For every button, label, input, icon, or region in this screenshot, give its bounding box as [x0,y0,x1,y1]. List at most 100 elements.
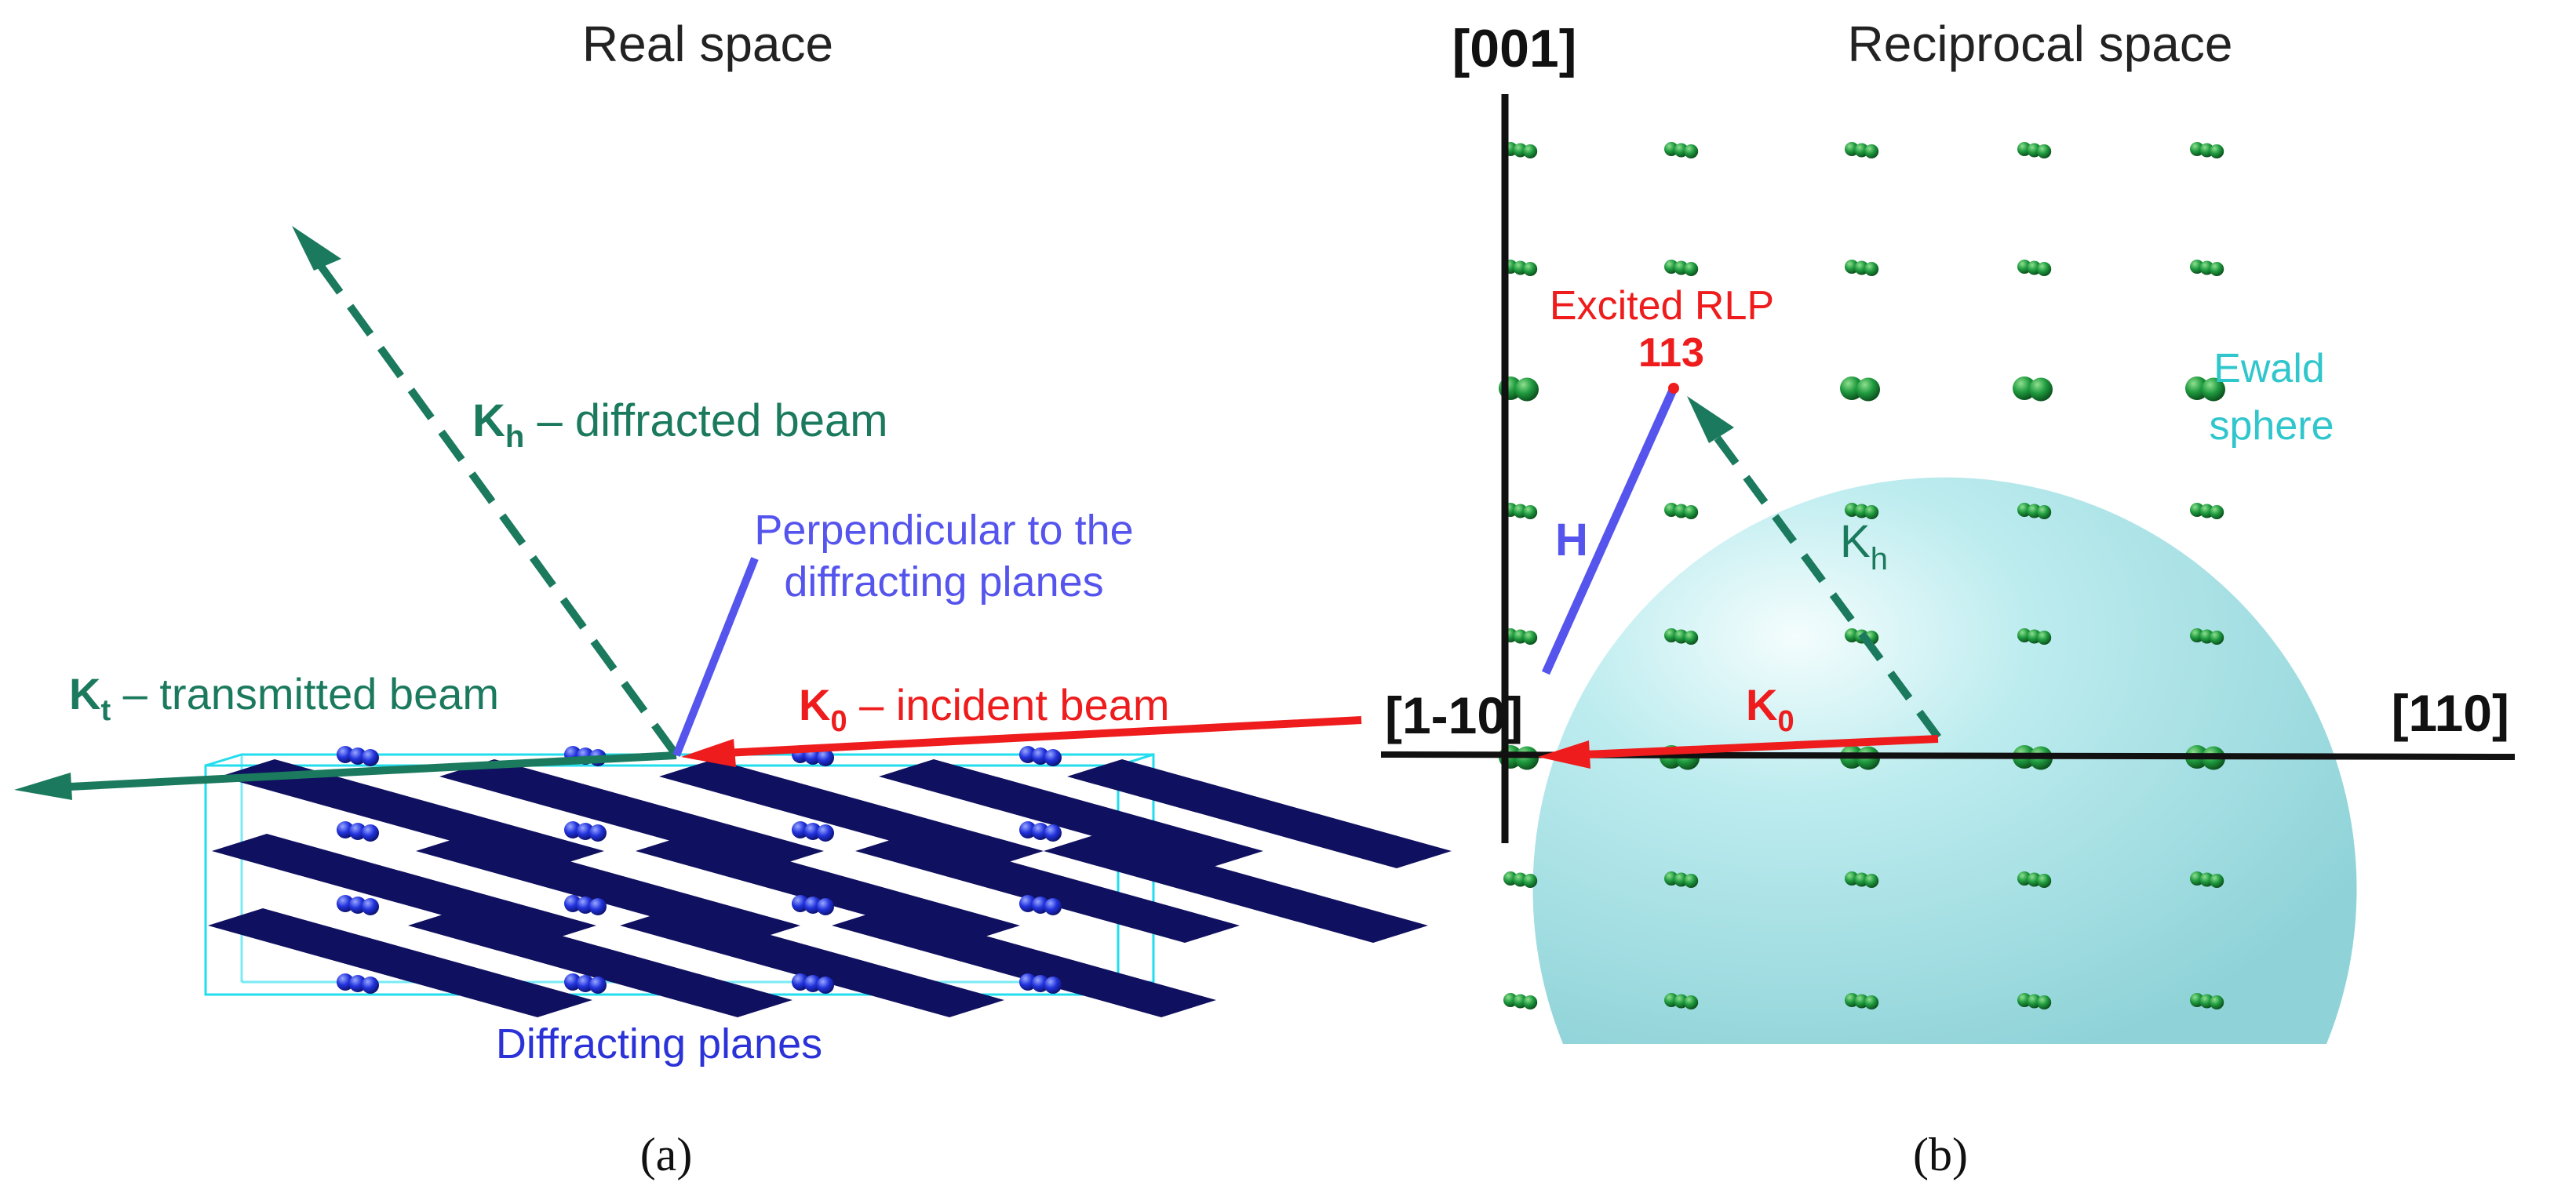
k0-incident-label: K0 – incident beam [799,680,1170,738]
excited-rlp-point [1668,383,1679,394]
h-vector-label: H [1555,515,1588,566]
reciprocal-lattice-point [1523,262,1538,276]
atom [564,821,581,838]
atom [792,973,809,991]
atom [817,977,834,994]
incident-beam-arrow [681,716,1362,767]
kt-transmitted-label: Kt – transmitted beam [69,669,499,727]
atom [362,977,379,994]
atom [577,823,594,840]
diffracting-planes-group [208,759,1452,1017]
excited-rlp-label: Excited RLP [1550,283,1774,329]
atom [1032,975,1049,992]
atom [362,824,379,842]
atom [1019,973,1037,991]
atom [1044,749,1062,766]
ewald-label-line2: sphere [2210,403,2334,449]
diffracting-plane [832,908,1216,1017]
diffracting-plane [636,834,1020,943]
atom [1044,977,1062,994]
diffracting-plane [439,759,824,868]
atom [817,898,834,915]
reciprocal-lattice-point [1523,144,1538,158]
atom [804,897,822,914]
perpendicular-label-line2: diffracting planes [784,558,1103,606]
atom [817,749,834,766]
atom [337,895,354,912]
atom [577,897,594,914]
diffracting-plane [408,908,792,1017]
h-vector [1541,386,1678,675]
diffracted-beam-arrow [292,226,679,755]
atom [1032,747,1049,765]
reciprocal-lattice-point [2210,631,2224,645]
atom [1032,897,1049,914]
ewald-sphere [1532,477,2357,1044]
atom [362,749,379,766]
panel-b-label: (b) [1913,1129,1968,1180]
reciprocal-lattice-point [2210,995,2224,1009]
kh-reciprocal-arrow [1687,396,1942,740]
reciprocal-lattice-point [1864,505,1879,519]
reciprocal-lattice-point [2210,874,2224,888]
diffracting-plane [879,759,1263,868]
kh-diffracted-label: Kh – diffracted beam [472,395,888,454]
reciprocal-lattice-point [1684,874,1699,888]
atom [589,898,607,915]
panel-real-space: Real space Kh – diffracted beam [14,16,1452,1180]
atom [349,897,366,914]
reciprocal-lattice-point [1684,262,1699,276]
atoms-group [337,746,1062,994]
reciprocal-lattice-point [2210,144,2224,158]
reciprocal-lattice-point [1684,995,1699,1009]
diffracting-plane [620,908,1004,1017]
ewald-label-line1: Ewald [2213,346,2325,391]
atom [804,975,822,992]
reciprocal-lattice-point [1864,262,1879,276]
real-space-title: Real space [582,16,833,72]
reciprocal-lattice-point [2037,995,2052,1009]
excited-rlp-index: 113 [1638,330,1704,376]
atom [804,823,822,840]
atom [1019,746,1037,763]
axis-110-label: [110] [2392,684,2509,742]
reciprocal-lattice-point [1684,505,1699,519]
reciprocal-lattice-point [1523,995,1538,1009]
reciprocal-lattice-point [1864,144,1879,158]
reciprocal-lattice-point [1864,995,1879,1009]
atom [337,746,354,763]
atom [792,821,809,838]
k0-reciprocal-arrow [1538,735,1939,769]
reciprocal-lattice-point [2029,377,2053,402]
reciprocal-lattice-point [1684,631,1699,645]
kh-reciprocal-label: Kh [1840,516,1888,576]
reciprocal-lattice-point [1515,746,1539,770]
reciprocal-lattice-point [2210,505,2224,519]
reciprocal-space-title: Reciprocal space [1848,16,2233,72]
reciprocal-lattice-point [2037,262,2052,276]
atom [564,895,581,912]
panel-reciprocal-space: Reciprocal space [001] [110] [1-10] Exci… [1380,16,2516,1180]
reciprocal-lattice-point [1523,505,1538,519]
reciprocal-lattice-point [2210,262,2224,276]
axis-001-label: [001] [1452,19,1577,78]
diffracting-plane [212,834,596,943]
atom [577,975,594,992]
axis-1-10-label: [1-10] [1385,686,1523,744]
atom [792,895,809,912]
reciprocal-lattice-point [1684,144,1699,158]
diffracting-plane [208,908,592,1017]
reciprocal-lattice-point [1856,377,1880,402]
reciprocal-lattice-point [1515,377,1539,402]
atom [1019,895,1037,912]
diffracting-planes-label: Diffracting planes [496,1020,822,1068]
atom [817,824,834,842]
atom [362,898,379,915]
atom [564,973,581,991]
diffracting-plane [1067,759,1452,868]
reciprocal-lattice-point [1864,874,1879,888]
panel-a-label: (a) [640,1129,693,1180]
atom [1044,824,1062,842]
reciprocal-lattice-point [1523,874,1538,888]
